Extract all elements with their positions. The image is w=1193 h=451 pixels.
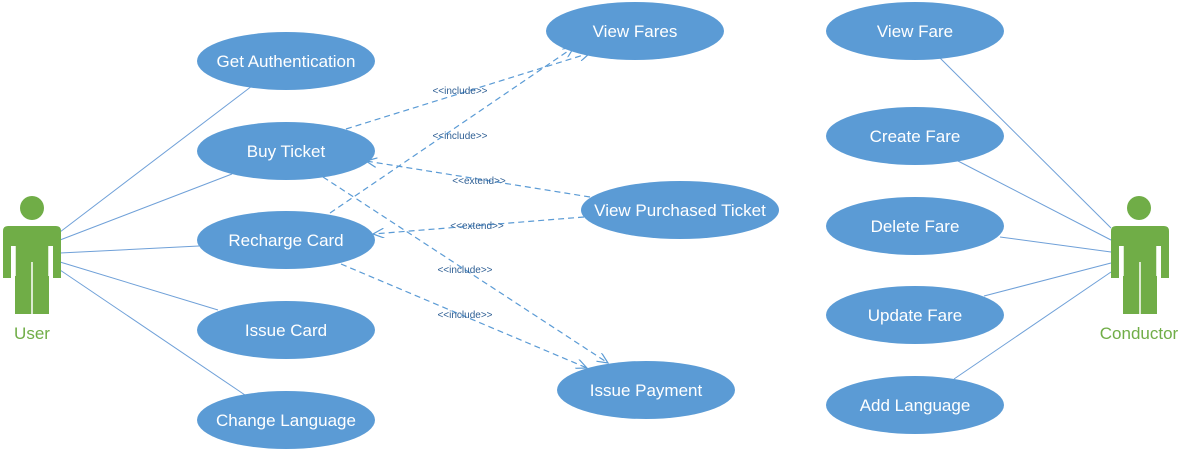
use-case-label: Buy Ticket [247,142,326,161]
use-case-ellipse[interactable] [197,301,375,359]
use-case-delete-fare[interactable]: Delete Fare [826,197,1004,255]
use-case-ellipse[interactable] [826,286,1004,344]
association-user-recharge-card [59,245,200,254]
include-label: <<include>> [432,131,487,142]
association-lines [59,57,1112,396]
use-case-add-language[interactable]: Add Language [826,376,1004,434]
use-case-ellipse[interactable] [826,107,1004,165]
use-case-get-authentication[interactable]: Get Authentication [197,32,375,90]
use-case-label: Add Language [860,396,971,415]
use-case-ellipse[interactable] [557,361,735,419]
actor-name: User [14,324,50,343]
extend-arrow-view-purchased-ticket-to-recharge-card [373,216,585,234]
use-case-label: View Fare [877,22,953,41]
use-case-ellipse[interactable] [826,376,1004,434]
use-case-update-fare[interactable]: Update Fare [826,286,1004,344]
use-case-ellipse[interactable] [197,391,375,449]
actor-head [20,196,44,220]
use-case-view-fare[interactable]: View Fare [826,2,1004,60]
association-conductor-update-fare [983,262,1112,297]
use-case-label: Recharge Card [228,231,343,250]
use-case-label: Change Language [216,411,356,430]
actor-conductor[interactable]: Conductor [1100,196,1179,343]
use-case-recharge-card[interactable]: Recharge Card [197,211,375,269]
use-case-label: Create Fare [870,127,961,146]
use-case-issue-card[interactable]: Issue Card [197,301,375,359]
include-arrow-recharge-card-to-view-fares [329,47,574,214]
include-label: <<include>> [432,86,487,97]
association-user-change-language [59,269,246,396]
extend-arrow-view-purchased-ticket-to-buy-ticket [366,161,591,198]
use-case-ellipse[interactable] [197,211,375,269]
use-case-buy-ticket[interactable]: Buy Ticket [197,122,375,180]
use-case-issue-payment[interactable]: Issue Payment [557,361,735,419]
use-case-view-purchased-ticket[interactable]: View Purchased Ticket [581,181,779,239]
use-case-label: Delete Fare [871,217,960,236]
use-case-label: Issue Payment [590,381,703,400]
association-user-buy-ticket [59,173,233,241]
include-arrow-recharge-card-to-issue-payment [340,263,587,368]
extend-label: <<extend>> [452,176,506,187]
association-conductor-create-fare [957,160,1112,241]
use-case-ellipse[interactable] [826,2,1004,60]
association-user-get-authentication [59,85,253,233]
use-case-label: Issue Card [245,321,327,340]
include-arrow-buy-ticket-to-issue-payment [322,176,608,363]
association-conductor-delete-fare [999,236,1112,253]
use-case-label: Update Fare [868,306,963,325]
dependency-lines: <<include>> <<include>> <<extend>> <<extend… [322,47,608,368]
use-case-view-fares[interactable]: View Fares [546,2,724,60]
actor-name: Conductor [1100,324,1179,343]
actor-user[interactable]: User [3,196,61,343]
use-case-ellipse[interactable] [197,122,375,180]
association-conductor-add-language [953,271,1112,380]
include-arrow-buy-ticket-to-view-fares [345,53,590,130]
include-label: <<include>> [437,265,492,276]
use-case-ellipse[interactable] [546,2,724,60]
use-case-ellipse[interactable] [826,197,1004,255]
include-label: <<include>> [437,310,492,321]
association-user-issue-card [59,261,219,311]
use-case-ellipse[interactable] [197,32,375,90]
extend-label: <<extend>> [450,221,504,232]
use-case-label: View Fares [593,22,678,41]
use-case-change-language[interactable]: Change Language [197,391,375,449]
use-case-create-fare[interactable]: Create Fare [826,107,1004,165]
use-case-ellipse[interactable] [581,181,779,239]
actors: User Conductor [3,196,1179,343]
association-conductor-view-fare [939,57,1112,229]
use-case-label: Get Authentication [217,52,356,71]
actor-head [1127,196,1151,220]
use-case-label: View Purchased Ticket [594,201,766,220]
